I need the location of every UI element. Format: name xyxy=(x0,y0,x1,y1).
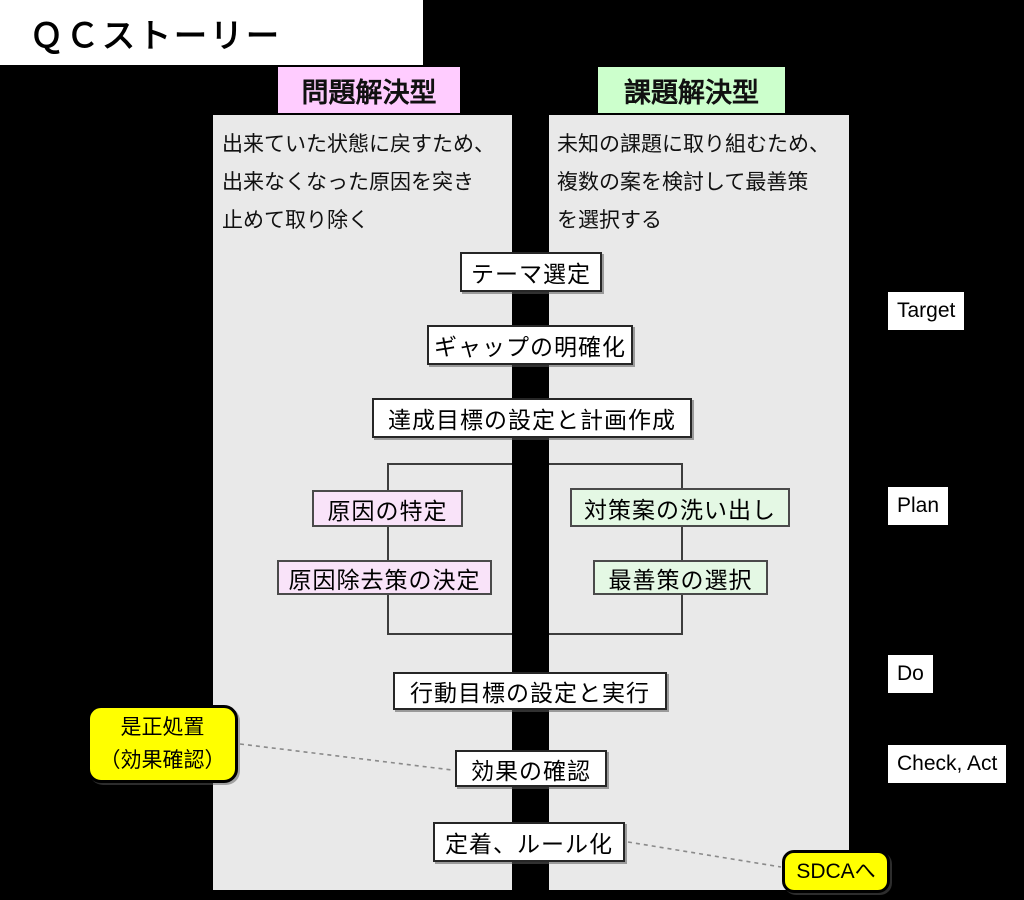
flow-box-effect-check: 効果の確認 xyxy=(455,750,607,787)
phase-label-check-act: Check, Act xyxy=(888,745,1007,783)
flow-box-gap-clarification: ギャップの明確化 xyxy=(427,325,633,365)
task-achieving-description: 未知の課題に取り組むため、 複数の案を検討して最善策 を選択する xyxy=(557,133,830,232)
phase-label-do: Do xyxy=(888,655,933,693)
callout-sdca: SDCAへ xyxy=(782,850,890,893)
branch-box-best-plan-selection: 最善策の選択 xyxy=(593,560,768,595)
page-title: ＱＣストーリー xyxy=(30,16,282,54)
title-box: ＱＣストーリー xyxy=(0,0,423,65)
callout-corrective-action: 是正処置 （効果確認） xyxy=(87,705,238,783)
task-achieving-header: 課題解決型 xyxy=(598,67,785,113)
problem-solving-header: 問題解決型 xyxy=(278,67,460,113)
problem-solving-description: 出来ていた状態に戻すため、 出来なくなった原因を突き 止めて取り除く xyxy=(222,133,495,232)
flow-box-standardization: 定着、ルール化 xyxy=(433,822,625,862)
phase-label-plan: Plan xyxy=(888,487,949,525)
flow-box-theme-selection: テーマ選定 xyxy=(460,252,602,292)
branch-box-countermeasure-listing: 対策案の洗い出し xyxy=(570,488,790,527)
branch-box-cause-removal-decision: 原因除去策の決定 xyxy=(277,560,492,595)
flow-box-action-execution: 行動目標の設定と実行 xyxy=(393,672,667,710)
phase-label-target: Target xyxy=(888,292,965,330)
flow-box-goal-and-plan: 達成目標の設定と計画作成 xyxy=(372,398,692,438)
branch-box-cause-identification: 原因の特定 xyxy=(312,490,463,527)
